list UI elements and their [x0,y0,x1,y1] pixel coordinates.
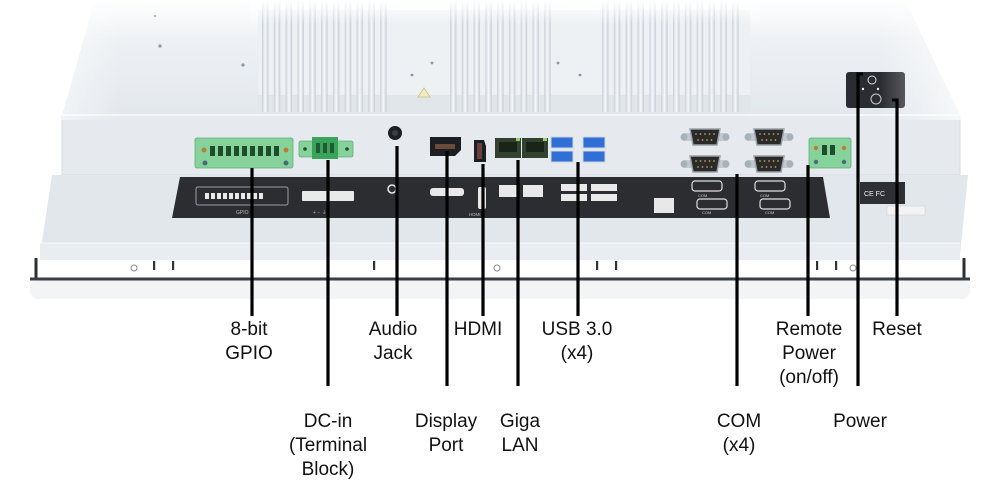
com-port [744,128,794,146]
callout-label-line: GPIO [225,343,273,364]
callout-label-line: 8-bit [230,319,268,340]
callout-label-reset: Reset [872,318,922,342]
qr-code [654,198,674,213]
callout-label-line: Block) [301,459,355,480]
silkscreen-gpio: GPIO [236,210,249,216]
callout-label-line: HDMI [453,319,503,340]
callout-label-line: (on/off) [779,367,839,388]
silkscreen-dc: + − ⏚ [313,209,327,216]
callout-label-line: USB 3.0 [541,319,613,340]
audio-jack [388,126,402,140]
com-port [680,128,730,146]
leader-lines [250,72,899,386]
gpio-connector [194,137,294,169]
callout-label-line: Reset [872,319,922,340]
callout-label-hdmi: HDMI [454,318,503,342]
dc-in-terminal [298,137,354,159]
callout-label-line: Display [414,411,478,432]
svg-text:COM: COM [760,193,769,198]
display-port-connector [430,137,461,156]
io-label-plate: GPIO + − ⏚ HDMI COM COM COM COM [172,177,830,218]
callout-label-line: Audio [368,319,418,340]
com-connectors [680,128,794,173]
svg-text:COM: COM [698,193,707,198]
callout-label-line: (Terminal [288,435,368,456]
callout-label-line: Remote [775,319,843,340]
callout-label-line: (x4) [722,435,756,456]
callout-label-line: COM [716,411,762,432]
svg-text:CE FC: CE FC [864,191,885,198]
com-port [744,155,794,173]
callout-label-line: Giga [499,411,541,432]
callout-label-power: Power [833,410,887,434]
svg-text:COM: COM [702,210,711,215]
usb-connectors [550,136,606,163]
com-port [680,155,730,173]
callout-label-line: (x4) [560,343,594,364]
callout-label-line: Jack [373,343,413,364]
svg-text:COM: COM [765,210,774,215]
callout-label-line: Power [833,411,887,432]
callout-label-line: DC-in [303,411,353,432]
hdmi-connector [474,140,486,162]
silkscreen-hdmi: HDMI [469,212,481,217]
callout-label-line: Power [782,343,836,364]
callout-label-line: Port [428,435,464,456]
remote-power-terminal [808,137,852,169]
regulatory-label: CE FC [860,182,926,216]
lan-connectors [495,138,548,158]
callout-label-com: COM (x4) [717,410,761,458]
callout-label-line: LAN [501,435,539,456]
callout-label-usb: USB 3.0 (x4) [542,318,613,366]
